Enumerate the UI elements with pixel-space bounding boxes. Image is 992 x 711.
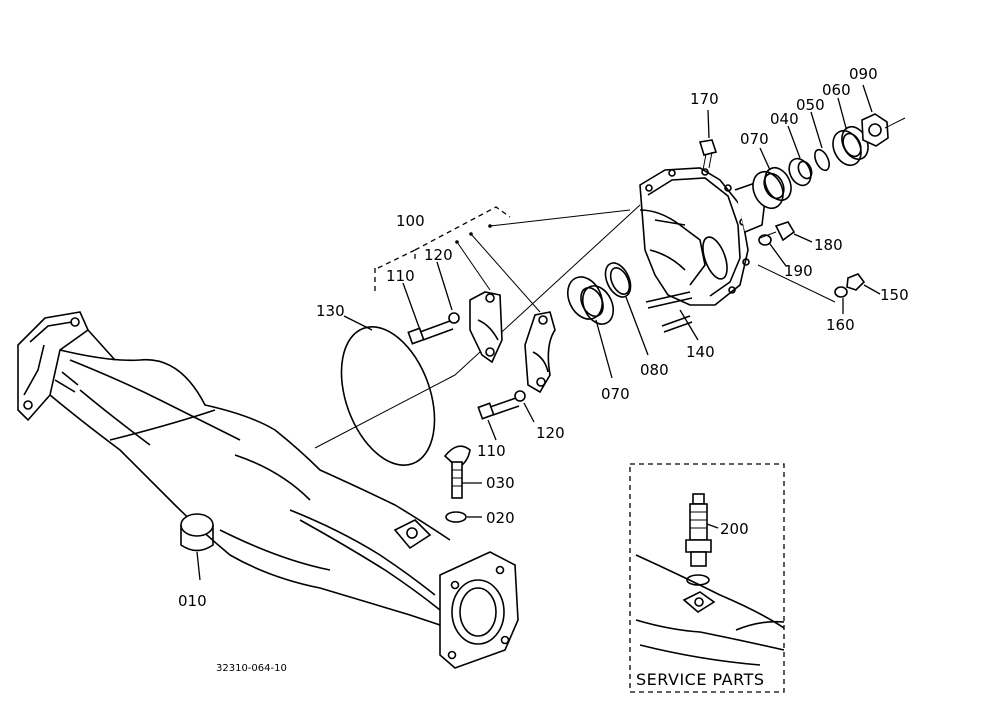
- label-030: 030: [486, 474, 515, 492]
- bolt-110-upper: [407, 320, 454, 345]
- bolt-110-lower: [477, 397, 520, 420]
- label-090: 090: [849, 65, 878, 83]
- bearing-060: [832, 125, 869, 167]
- drain-plug: [443, 445, 471, 523]
- nut-090: [861, 113, 889, 147]
- label-080: 080: [640, 361, 669, 379]
- collar-040: [788, 157, 813, 187]
- seal-080: [604, 262, 632, 298]
- label-070-upper: 070: [740, 130, 769, 148]
- label-120-upper: 120: [424, 246, 453, 264]
- bearing-support-right: [524, 311, 556, 394]
- service-parts-label: SERVICE PARTS: [636, 670, 765, 689]
- bearing-070-upper: [752, 166, 792, 210]
- label-180: 180: [814, 236, 843, 254]
- gear-case-housing: [639, 167, 766, 306]
- label-100: 100: [396, 212, 425, 230]
- label-040: 040: [770, 110, 799, 128]
- label-050: 050: [796, 96, 825, 114]
- label-110-lower: 110: [477, 442, 506, 460]
- service-parts-box: [629, 463, 785, 693]
- label-070-lower: 070: [601, 385, 630, 403]
- drawing-code: 32310-064-10: [216, 663, 287, 674]
- label-010: 010: [178, 592, 207, 610]
- label-120-lower: 120: [536, 424, 565, 442]
- bearing-support-left: [469, 291, 503, 364]
- label-150: 150: [880, 286, 909, 304]
- label-170: 170: [690, 90, 719, 108]
- label-130: 130: [316, 302, 345, 320]
- axle-case: [17, 311, 519, 669]
- label-110-upper: 110: [386, 267, 415, 285]
- label-140: 140: [686, 343, 715, 361]
- label-060: 060: [822, 81, 851, 99]
- label-190: 190: [784, 262, 813, 280]
- bearing-070-lower: [566, 276, 615, 325]
- snap-ring-050: [814, 148, 830, 172]
- bolt-180: [759, 221, 796, 242]
- label-020: 020: [486, 509, 515, 527]
- label-160: 160: [826, 316, 855, 334]
- label-200: 200: [720, 520, 749, 538]
- bolt-170: [698, 139, 718, 171]
